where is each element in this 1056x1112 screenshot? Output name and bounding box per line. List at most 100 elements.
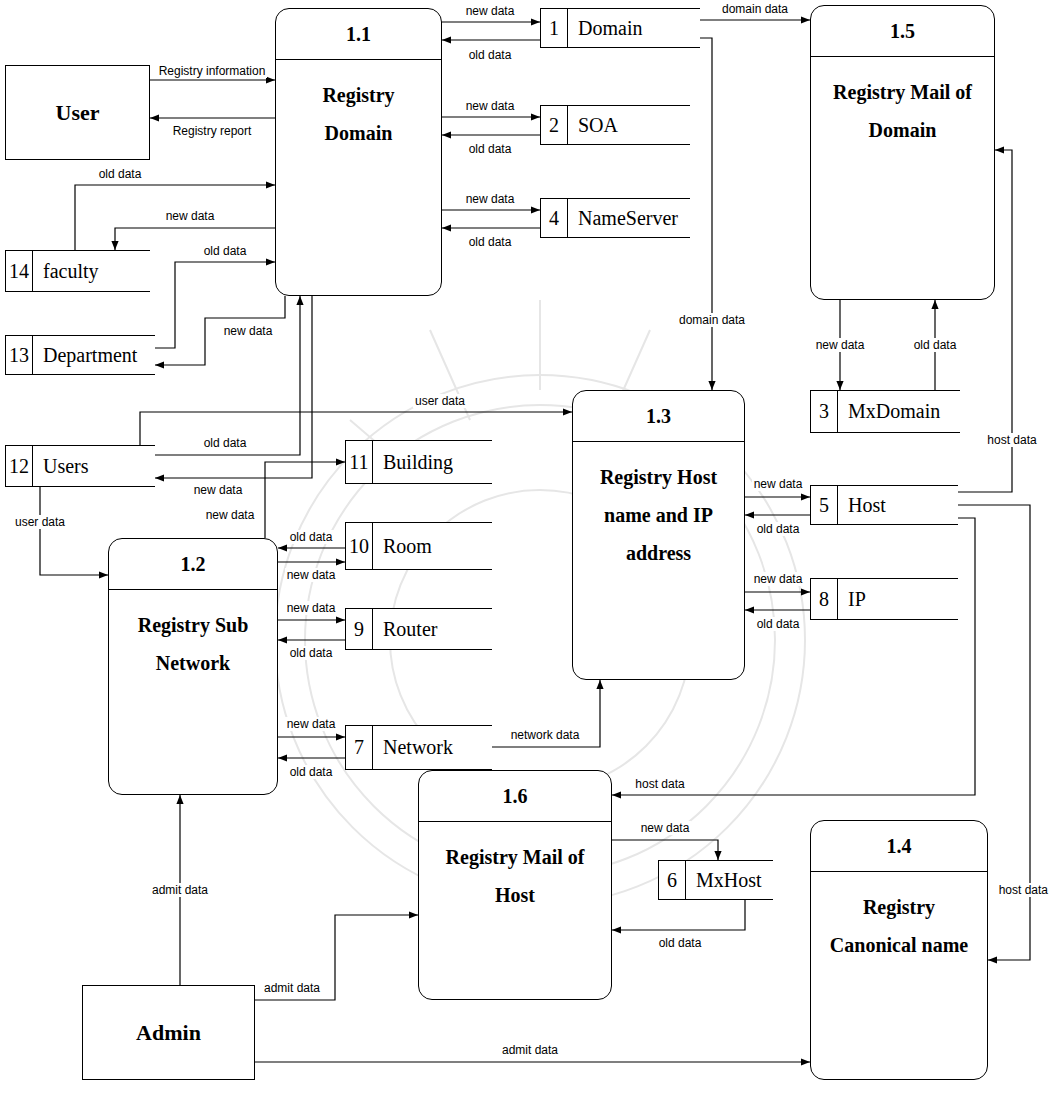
store-name: Domain (568, 9, 648, 47)
data-store: 4NameServer (540, 198, 690, 238)
process-number: 1.2 (109, 539, 277, 590)
data-flow-arrow (442, 21, 540, 22)
process-number: 1.5 (811, 6, 994, 57)
data-store: 12Users (5, 445, 155, 487)
data-flow-arrow (265, 462, 345, 538)
data-store: 9Router (345, 608, 492, 650)
data-flow-arrow (442, 209, 540, 210)
store-name: Department (33, 336, 143, 374)
flow-label: admit data (262, 981, 322, 995)
store-name: NameServer (568, 199, 684, 237)
data-flow-arrow (40, 487, 108, 575)
store-name: Router (373, 609, 443, 649)
data-flow-arrow (75, 185, 275, 250)
data-store: 11Building (345, 440, 492, 484)
store-name: MxHost (686, 861, 768, 899)
data-store: 13Department (5, 335, 155, 375)
process-name: Registry Mail of Host (419, 822, 611, 926)
data-flow-arrow (442, 116, 540, 117)
flow-label: Registry report (171, 124, 254, 138)
flow-label: old data (755, 522, 802, 536)
data-flow-arrow (278, 561, 345, 562)
data-store: 6MxHost (658, 860, 773, 900)
store-number: 6 (659, 861, 686, 899)
flow-label: new data (464, 4, 517, 18)
data-flow-arrow (155, 296, 312, 478)
flow-label: old data (467, 48, 514, 62)
data-flow-arrow (612, 840, 718, 860)
process-name: Registry Sub Network (109, 590, 277, 694)
flow-label: old data (657, 936, 704, 950)
data-flow-arrow (442, 134, 540, 135)
store-name: MxDomain (838, 391, 946, 432)
store-number: 10 (346, 523, 373, 569)
data-flow-arrow (278, 736, 345, 737)
flow-label: new data (814, 338, 867, 352)
data-store: 14faculty (5, 250, 150, 292)
store-number: 1 (541, 9, 568, 47)
flow-label: new data (192, 483, 245, 497)
data-flow-arrow (255, 915, 418, 1000)
process-name: Registry Host name and IP address (573, 442, 744, 584)
process-name: Registry Domain (276, 60, 441, 164)
data-store: 1Domain (540, 8, 700, 48)
flow-label: old data (288, 646, 335, 660)
data-flow-arrow (278, 757, 345, 758)
process-box: 1.2Registry Sub Network (108, 538, 278, 795)
entity-name: User (50, 94, 106, 132)
store-number: 3 (811, 391, 838, 432)
process-box: 1.4Registry Canonical name (810, 820, 988, 1080)
flow-label: old data (202, 244, 249, 258)
flow-label: host data (997, 883, 1050, 897)
flow-label: old data (288, 530, 335, 544)
store-name: Network (373, 726, 459, 769)
flow-label: new data (285, 568, 338, 582)
data-store: 10Room (345, 522, 492, 570)
flow-label: old data (288, 765, 335, 779)
flow-label: new data (222, 324, 275, 338)
external-entity: Admin (82, 985, 255, 1080)
store-name: Host (838, 486, 892, 524)
store-number: 12 (6, 446, 33, 486)
data-flow-arrow (115, 228, 275, 250)
store-number: 5 (811, 486, 838, 524)
process-number: 1.3 (573, 391, 744, 442)
data-flow-arrow (745, 514, 810, 515)
data-flow-arrow (700, 19, 810, 20)
flow-label: old data (467, 142, 514, 156)
store-name: SOA (568, 106, 624, 144)
data-flow-arrow (278, 619, 345, 620)
store-name: Building (373, 441, 459, 483)
external-entity: User (5, 65, 150, 160)
data-flow-arrow (745, 591, 810, 592)
flow-label: new data (164, 209, 217, 223)
data-flow-arrow (255, 1061, 810, 1062)
store-number: 8 (811, 579, 838, 619)
flow-label: old data (467, 235, 514, 249)
process-number: 1.1 (276, 9, 441, 60)
data-flow-arrow (442, 227, 540, 228)
flow-label: domain data (677, 313, 747, 327)
flow-label: user data (413, 394, 467, 408)
data-flow-arrow (745, 496, 810, 497)
data-flow-arrow (155, 296, 285, 365)
data-flow-arrow (745, 609, 810, 610)
process-box: 1.5Registry Mail of Domain (810, 5, 995, 300)
store-name: faculty (33, 251, 105, 291)
process-name: Registry Mail of Domain (811, 57, 994, 161)
process-number: 1.4 (811, 821, 987, 872)
flow-label: new data (752, 572, 805, 586)
data-store: 5Host (810, 485, 958, 525)
data-flow-arrow (492, 680, 600, 747)
data-flow-arrow (278, 547, 345, 548)
process-box: 1.1Registry Domain (275, 8, 442, 296)
data-flow-arrow (150, 117, 275, 118)
flow-label: new data (639, 821, 692, 835)
store-name: Room (373, 523, 438, 569)
flow-label: Registry information (157, 64, 268, 78)
data-flow-arrow (278, 639, 345, 640)
data-store: 7Network (345, 725, 492, 770)
data-flow-arrow (442, 39, 540, 40)
store-number: 14 (6, 251, 33, 291)
flow-label: admit data (150, 883, 210, 897)
